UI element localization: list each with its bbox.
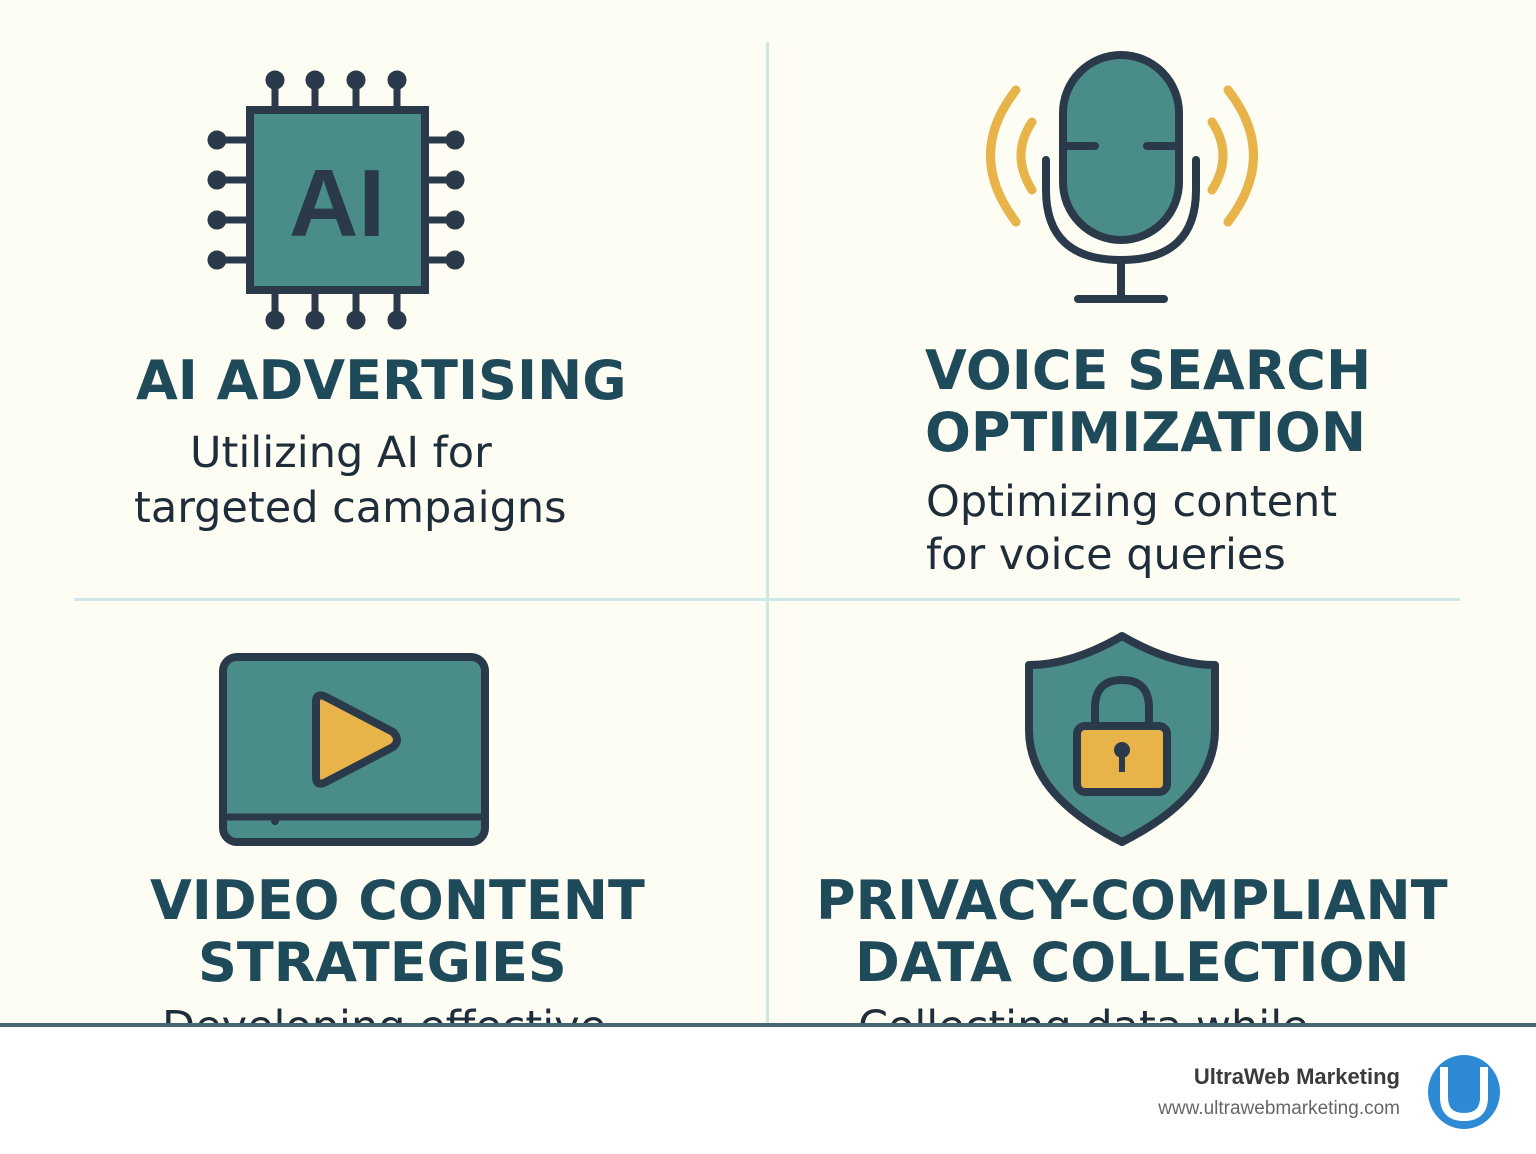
video-play-icon bbox=[219, 653, 489, 846]
ai-chip-icon: AI bbox=[207, 70, 465, 330]
section-subtitle-line: Optimizing content bbox=[926, 477, 1338, 527]
divider-vertical bbox=[766, 42, 769, 1024]
section-title-voice-search: VOICE SEARCH bbox=[925, 339, 1372, 402]
section-title-ai-advertising: AI ADVERTISING bbox=[136, 349, 627, 412]
infographic: AI AI ADVERTISING Utilizing AI for targe… bbox=[0, 0, 1536, 1024]
footer-divider bbox=[0, 1023, 1536, 1027]
section-title-privacy: PRIVACY-COMPLIANT bbox=[816, 869, 1448, 932]
ultraweb-logo-icon bbox=[1428, 1055, 1500, 1129]
section-subtitle-line: Developing effective bbox=[162, 1000, 606, 1024]
section-title-video-content: VIDEO CONTENT bbox=[150, 869, 645, 932]
chip-label: AI bbox=[289, 150, 385, 257]
section-title-privacy-line2: DATA COLLECTION bbox=[855, 931, 1410, 994]
section-subtitle-line: Collecting data while bbox=[858, 1000, 1309, 1024]
shield-lock-icon bbox=[1025, 632, 1219, 846]
section-subtitle-line: for voice queries bbox=[926, 530, 1286, 580]
section-title-video-content-line2: STRATEGIES bbox=[198, 931, 567, 994]
section-subtitle-line: Utilizing AI for bbox=[190, 428, 492, 478]
section-subtitle-line: targeted campaigns bbox=[134, 483, 567, 533]
section-title-voice-search-line2: OPTIMIZATION bbox=[925, 401, 1367, 464]
brand-name: UltraWeb Marketing bbox=[1193, 1064, 1400, 1089]
divider-horizontal bbox=[74, 598, 1460, 601]
microphone-icon bbox=[986, 51, 1258, 303]
brand-url: www.ultrawebmarketing.com bbox=[1158, 1098, 1400, 1119]
